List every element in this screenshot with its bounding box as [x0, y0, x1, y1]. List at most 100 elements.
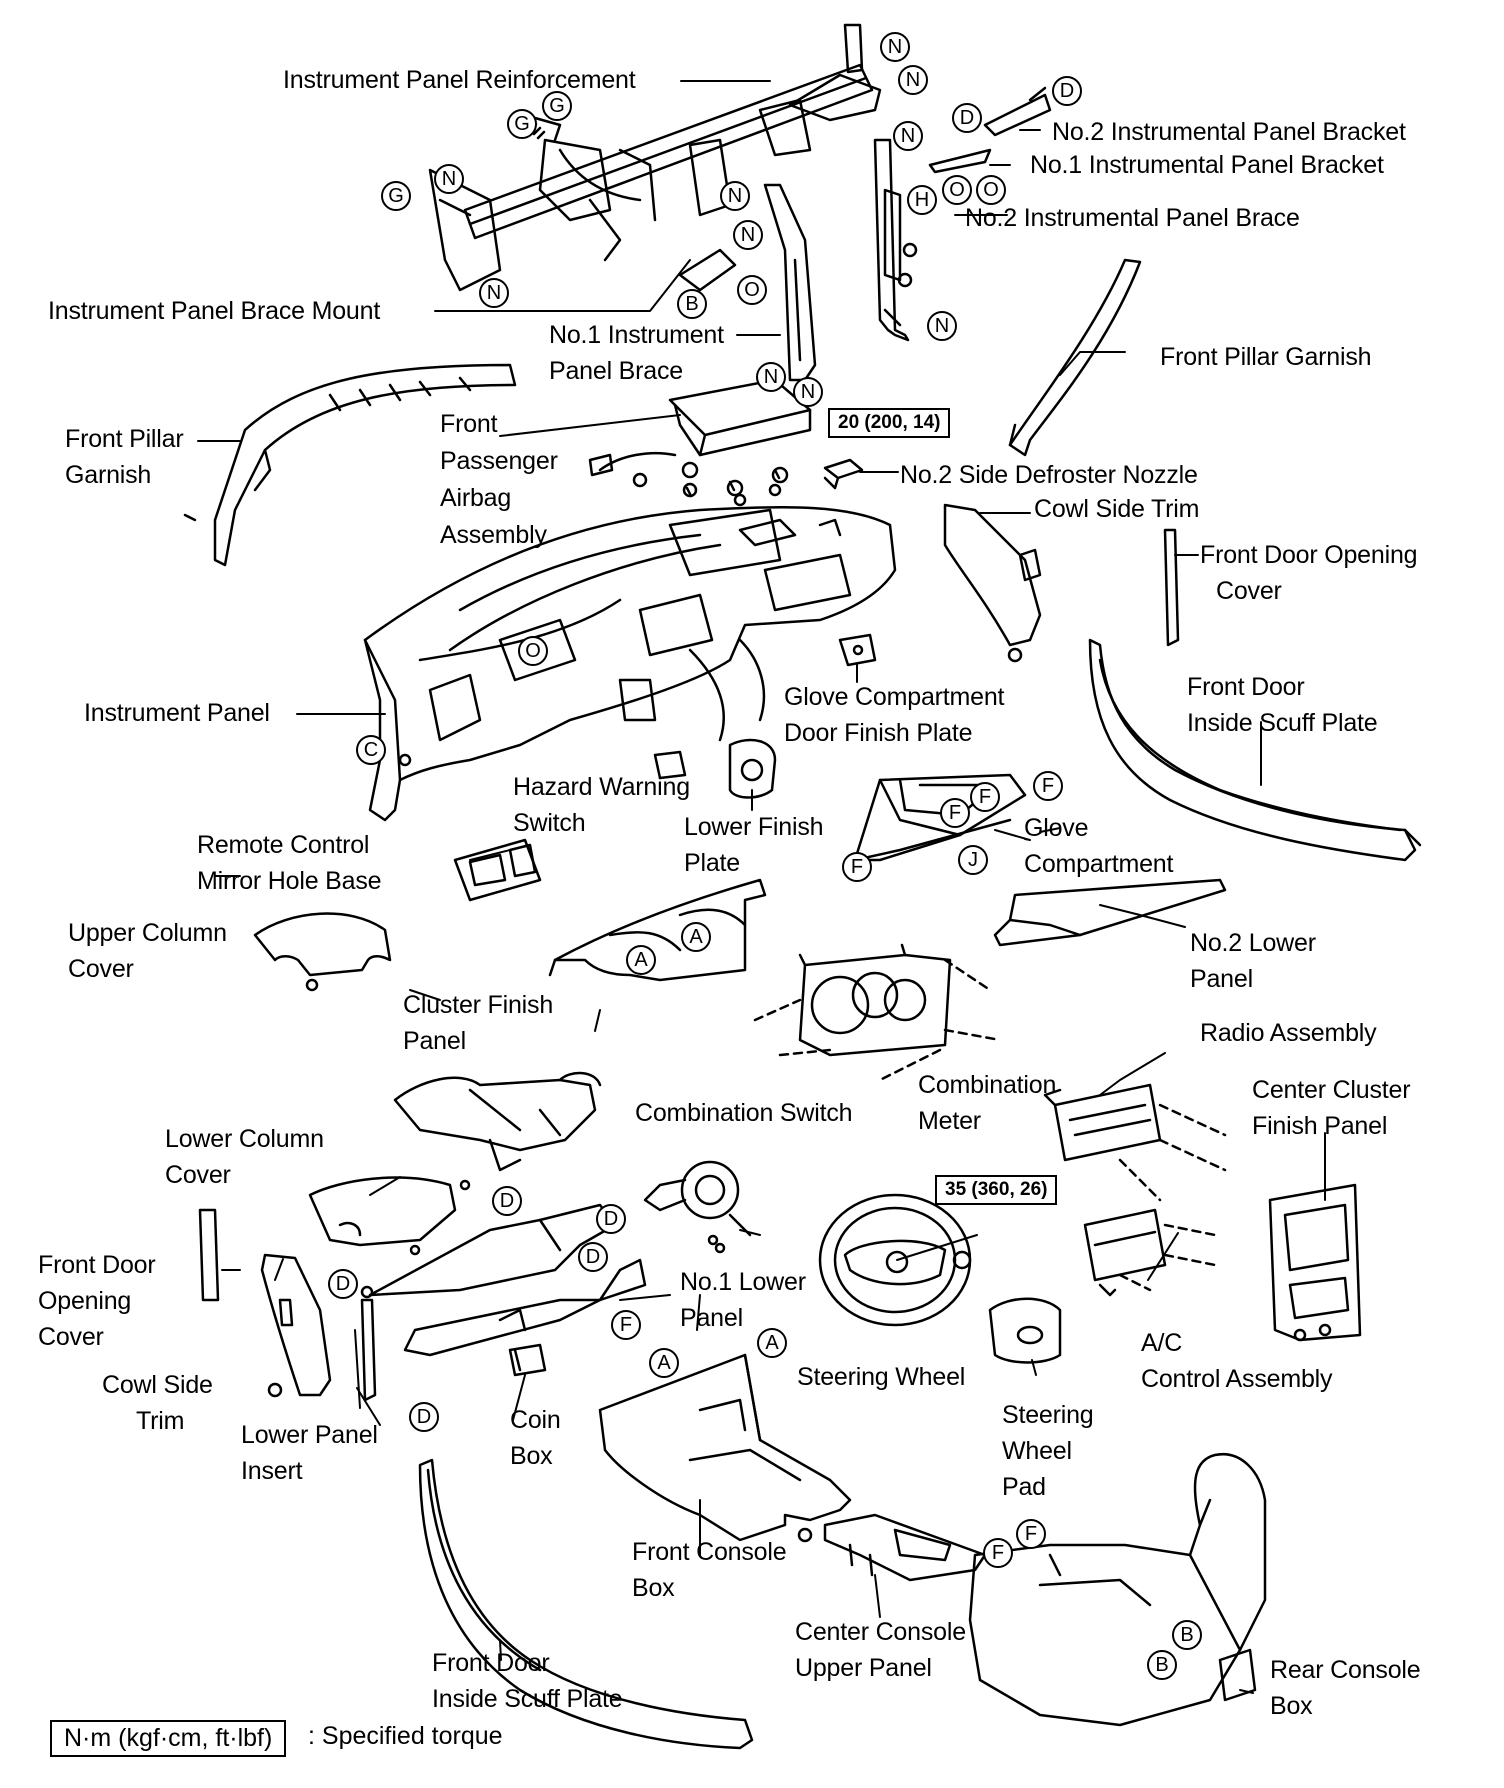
label-hazard-warning-switch-line2: Switch — [513, 809, 586, 837]
instrument-panel-part — [363, 505, 897, 822]
label-front-pillar-garnish-left-line1: Front Pillar — [65, 425, 184, 453]
panel-brackets-part — [873, 86, 1052, 342]
label-instrument-panel: Instrument Panel — [84, 699, 270, 727]
label-no2-lower-panel-line2: Panel — [1190, 965, 1253, 993]
marker-m21: O — [518, 636, 548, 666]
label-no2-instrumental-panel-bracket: No.2 Instrumental Panel Bracket — [1052, 118, 1406, 146]
svg-text:D: D — [1060, 80, 1074, 102]
svg-text:F: F — [1025, 1523, 1037, 1545]
label-combination-meter-line2: Meter — [918, 1107, 981, 1135]
label-front-door-opening-cover-right-line2: Cover — [1216, 577, 1282, 605]
svg-text:N: N — [728, 185, 742, 207]
svg-text:O: O — [525, 640, 541, 662]
radio-assembly-part — [1043, 1083, 1162, 1162]
marker-m28: A — [681, 922, 711, 952]
marker-m27: J — [958, 845, 988, 875]
svg-text:D: D — [586, 1246, 600, 1268]
label-front-passenger-airbag-line3: Airbag — [440, 484, 512, 512]
label-lower-panel-insert-line2: Insert — [241, 1457, 303, 1485]
marker-m34: F — [611, 1310, 641, 1340]
svg-text:A: A — [634, 949, 648, 971]
label-radio-assembly: Radio Assembly — [1200, 1019, 1377, 1047]
label-rear-console-box-line2: Box — [1270, 1692, 1313, 1720]
label-steering-wheel-pad-line2: Wheel — [1002, 1437, 1072, 1465]
label-front-door-inside-scuff-plate-left-line2: Inside Scuff Plate — [432, 1685, 623, 1713]
svg-text:O: O — [744, 279, 760, 301]
label-front-console-box-line2: Box — [632, 1574, 675, 1602]
steering-wheel-pad-part — [988, 1297, 1062, 1364]
ac-control-assembly-part — [1083, 1208, 1167, 1297]
label-upper-column-cover-line2: Cover — [68, 955, 134, 983]
label-cowl-side-trim-right: Cowl Side Trim — [1034, 495, 1200, 523]
marker-m33: D — [328, 1269, 358, 1299]
label-instrument-panel-brace-mount: Instrument Panel Brace Mount — [48, 297, 381, 325]
label-combination-switch: Combination Switch — [635, 1099, 853, 1127]
marker-m12: G — [381, 181, 411, 211]
svg-text:N: N — [888, 36, 902, 58]
front-pillar-garnish-left-part — [183, 363, 517, 567]
cluster-finish-panel-part — [548, 878, 767, 982]
label-no1-instrumental-panel-bracket: No.1 Instrumental Panel Bracket — [1030, 151, 1384, 179]
label-upper-column-cover-line1: Upper Column — [68, 919, 227, 947]
no2-lower-panel-part — [993, 878, 1227, 947]
svg-text:N: N — [487, 282, 501, 304]
label-coin-box-line2: Box — [510, 1442, 553, 1470]
marker-m4: D — [952, 103, 982, 133]
label-ac-control-assembly-line1: A/C — [1141, 1329, 1183, 1357]
marker-m36: A — [649, 1348, 679, 1378]
label-center-console-upper-panel-line1: Center Console — [795, 1618, 966, 1646]
marker-m31: D — [596, 1204, 626, 1234]
svg-text:G: G — [514, 113, 530, 135]
svg-text:A: A — [657, 1352, 671, 1374]
svg-text:N: N — [442, 168, 456, 190]
label-lower-panel-insert-line1: Lower Panel — [241, 1421, 378, 1449]
label-center-cluster-finish-panel-line2: Finish Panel — [1252, 1112, 1388, 1140]
coin-box-part — [508, 1343, 547, 1377]
marker-m22: C — [356, 735, 386, 765]
small-switch-parts — [453, 738, 777, 902]
svg-text:J: J — [968, 849, 978, 871]
glove-compartment-door-finish-plate-part — [838, 633, 877, 667]
reference-markers: N N D D G G N O O H N G N N N B O N N N … — [328, 32, 1202, 1680]
combination-meter-screws — [753, 958, 1002, 1082]
marker-m20: N — [793, 377, 823, 407]
label-ac-control-assembly-line2: Control Assembly — [1141, 1365, 1333, 1393]
label-cowl-side-trim-left-line2: Trim — [136, 1407, 185, 1435]
label-front-passenger-airbag-line2: Passenger — [440, 447, 558, 475]
leader-lines — [197, 80, 1326, 1694]
label-remote-control-mirror-hole-base-line1: Remote Control — [197, 831, 370, 859]
svg-text:N: N — [901, 125, 915, 147]
label-front-door-inside-scuff-plate-right-line1: Front Door — [1187, 673, 1305, 701]
label-steering-wheel-pad-line3: Pad — [1002, 1473, 1046, 1501]
marker-m37: A — [757, 1328, 787, 1358]
marker-m1: N — [880, 32, 910, 62]
label-front-door-opening-cover-left-line2: Opening — [38, 1287, 132, 1315]
torque-box-steering-wheel: 35 (360, 26) — [935, 1175, 1058, 1205]
marker-m6: G — [507, 109, 537, 139]
svg-text:O: O — [983, 179, 999, 201]
marker-m9: O — [976, 175, 1006, 205]
legend-specified-torque-text: : Specified torque — [308, 1722, 503, 1750]
side-defroster-nozzle-part — [823, 458, 864, 490]
label-front-console-box-line1: Front Console — [632, 1538, 787, 1566]
label-lower-column-cover-line2: Cover — [165, 1161, 231, 1189]
label-glove-compartment-line1: Glove — [1024, 814, 1089, 842]
label-no1-lower-panel-line1: No.1 Lower — [680, 1268, 806, 1296]
combination-meter-part — [798, 943, 952, 1057]
label-front-door-inside-scuff-plate-left-line1: Front Door — [432, 1649, 550, 1677]
marker-m23: F — [1033, 771, 1063, 801]
label-front-pillar-garnish-left-line2: Garnish — [65, 461, 152, 489]
marker-m24: F — [970, 782, 1000, 812]
label-no1-instrument-panel-brace-line1: No.1 Instrument — [549, 321, 724, 349]
svg-text:N: N — [935, 315, 949, 337]
label-hazard-warning-switch-line1: Hazard Warning — [513, 773, 690, 801]
svg-text:B: B — [1155, 1654, 1168, 1676]
svg-text:D: D — [604, 1208, 618, 1230]
no1-instrument-panel-brace-part — [678, 183, 817, 382]
label-no2-side-defroster-nozzle: No.2 Side Defroster Nozzle — [900, 461, 1198, 489]
svg-text:F: F — [620, 1314, 632, 1336]
marker-m25: F — [940, 798, 970, 828]
marker-m11: N — [434, 164, 464, 194]
